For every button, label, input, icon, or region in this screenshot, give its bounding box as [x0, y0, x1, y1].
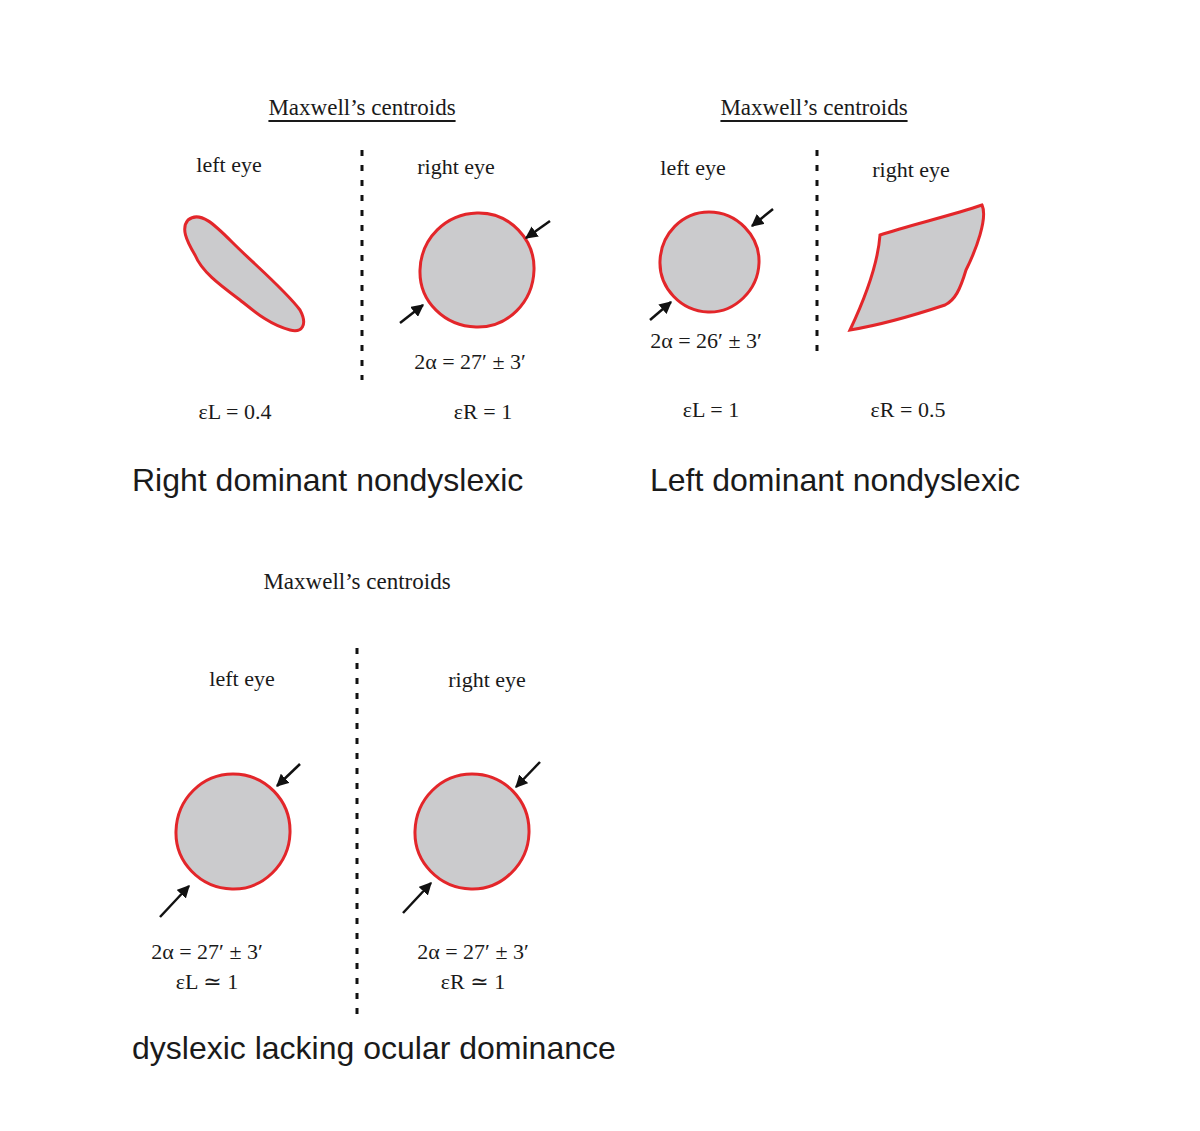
dominance-value: εR = 1: [454, 399, 512, 424]
dominance-value: εR ≃ 1: [441, 969, 505, 994]
panel-heading: Maxwell’s centroids: [720, 95, 907, 121]
centroid-shapes: [176, 205, 984, 889]
diameter-arrows: [160, 209, 773, 917]
panel-caption: dyslexic lacking ocular dominance: [132, 1030, 616, 1067]
eye-label: right eye: [872, 157, 950, 182]
eye-label: right eye: [448, 667, 526, 692]
eye-label: left eye: [660, 155, 725, 180]
panel-caption: Right dominant nondyslexic: [132, 462, 523, 499]
dominance-value: εR = 0.5: [871, 397, 946, 422]
dominance-value: εL = 1: [683, 397, 739, 422]
panel-heading: Maxwell’s centroids: [268, 95, 455, 121]
dominance-value: εL = 0.4: [199, 399, 272, 424]
diameter-value: 2α = 27′ ± 3′: [151, 939, 263, 964]
eye-label: right eye: [417, 154, 495, 179]
panel-heading: Maxwell’s centroids: [263, 569, 450, 595]
eye-label: left eye: [196, 152, 261, 177]
diameter-value: 2α = 27′ ± 3′: [414, 349, 526, 374]
dominance-value: εL ≃ 1: [176, 969, 238, 994]
panel-caption: Left dominant nondyslexic: [650, 462, 1020, 499]
diameter-value: 2α = 27′ ± 3′: [417, 939, 529, 964]
diameter-value: 2α = 26′ ± 3′: [650, 328, 762, 353]
eye-label: left eye: [209, 666, 274, 691]
